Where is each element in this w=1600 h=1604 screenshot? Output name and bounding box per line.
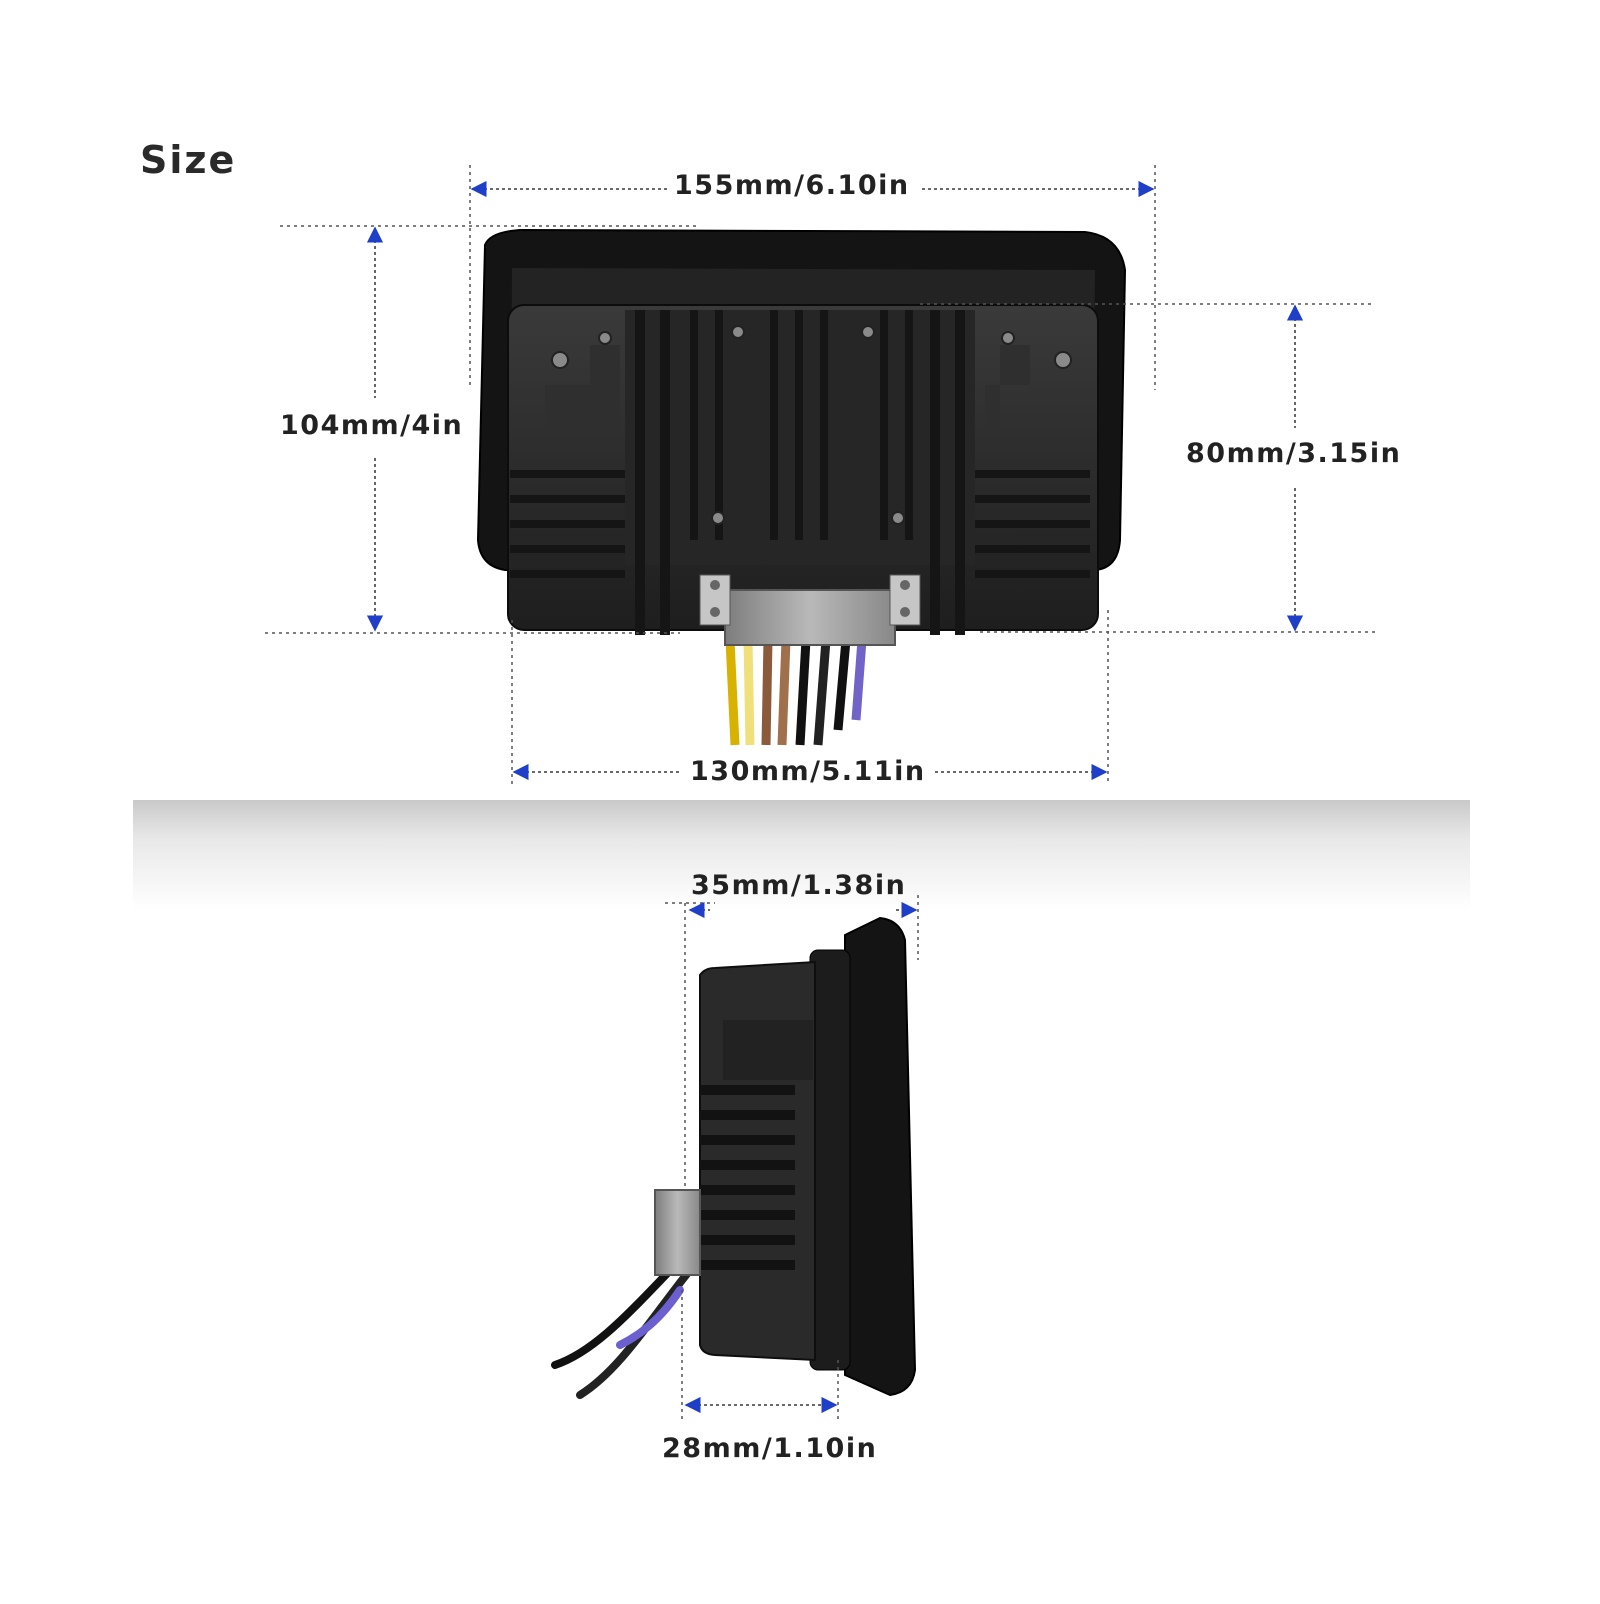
side-device-image [551, 916, 917, 1399]
front-dimension-arrows [366, 180, 1304, 781]
front-device-image [476, 228, 1127, 746]
side-dimension-arrows [684, 901, 918, 1414]
page-title: Size [140, 138, 237, 182]
front-dimension-lines [265, 165, 1375, 785]
side-dimension-lines [665, 895, 919, 1420]
section-divider [133, 800, 1470, 910]
overall-height-label: 104mm/4in [274, 410, 470, 441]
body-height-label: 80mm/3.15in [1180, 438, 1408, 469]
mount-depth-label: 28mm/1.10in [656, 1433, 884, 1464]
overall-width-label: 155mm/6.10in [668, 170, 916, 201]
total-depth-label: 35mm/1.38in [691, 870, 907, 901]
body-width-label: 130mm/5.11in [684, 756, 932, 787]
